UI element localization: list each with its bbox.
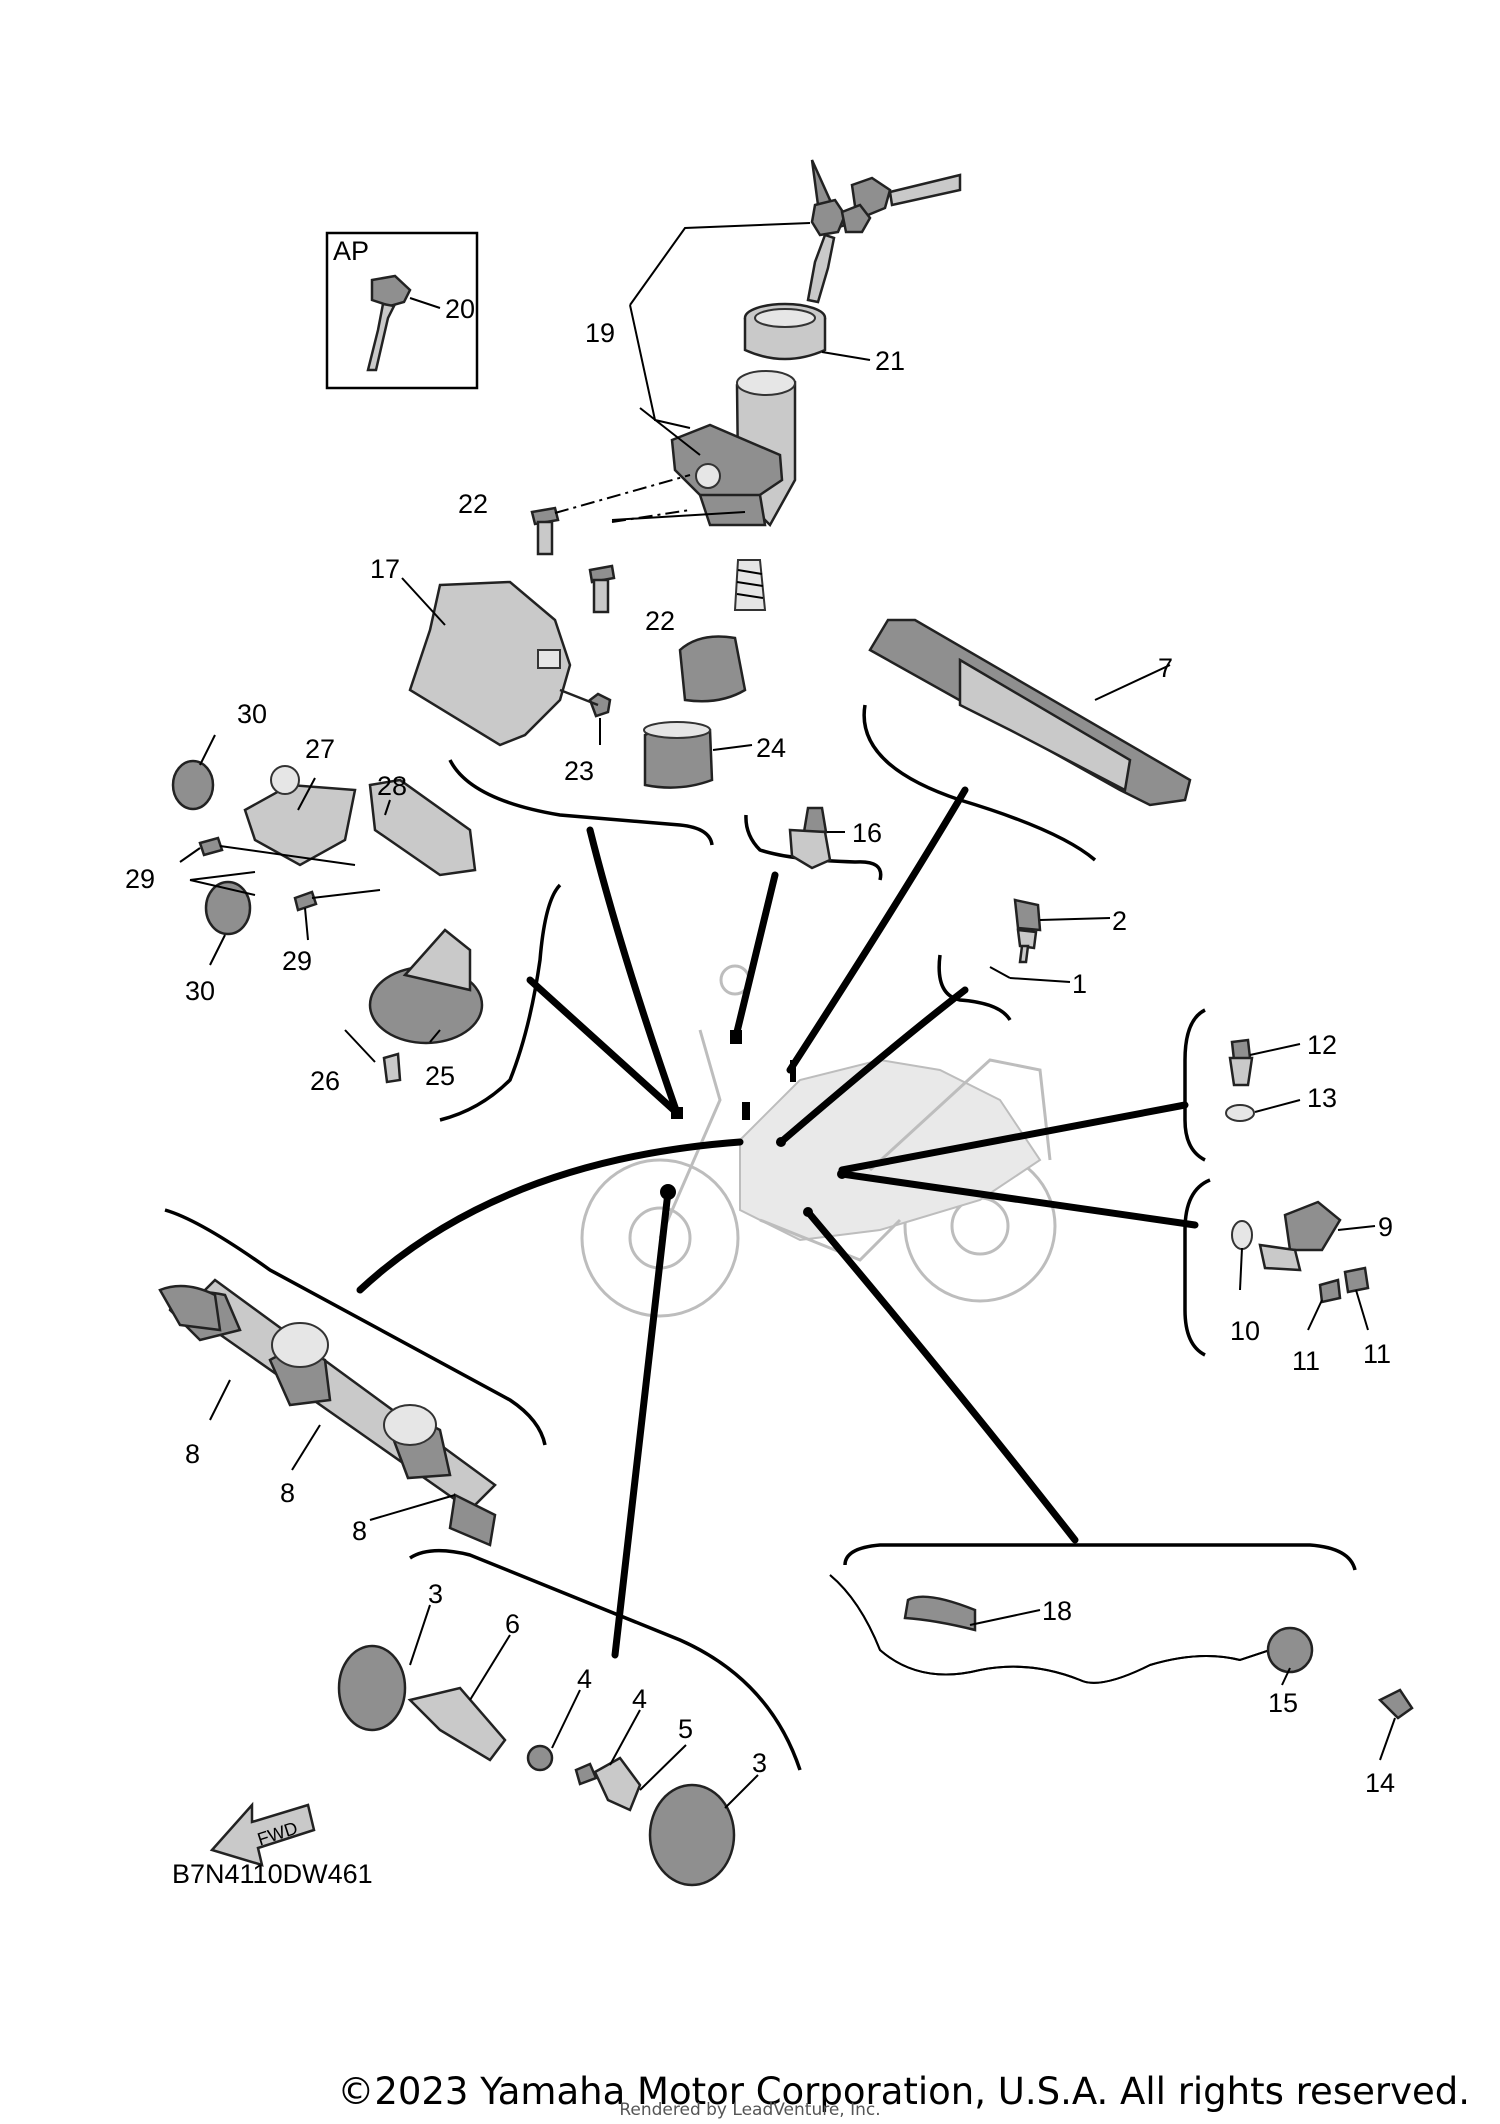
part-7-meter xyxy=(868,618,1192,807)
callout-27: 27 xyxy=(305,734,335,764)
main-switch-assembly xyxy=(530,159,962,703)
part-2 xyxy=(1013,898,1042,964)
part-16 xyxy=(788,806,832,870)
callout-16: 16 xyxy=(852,818,882,848)
callout-3b: 3 xyxy=(752,1748,767,1778)
callout-24: 24 xyxy=(756,733,786,763)
parts-9-11 xyxy=(1231,1200,1370,1304)
callout-9: 9 xyxy=(1378,1212,1393,1242)
callout-22b: 22 xyxy=(645,606,675,636)
callout-20: 20 xyxy=(445,294,475,324)
callout-17: 17 xyxy=(370,554,400,584)
callout-21: 21 xyxy=(875,346,905,376)
callout-18: 18 xyxy=(1042,1596,1072,1626)
callout-7: 7 xyxy=(1158,653,1173,683)
copyright-text: ©2023 Yamaha Motor Corporation, U.S.A. A… xyxy=(337,2070,1470,2113)
footer: ©2023 Yamaha Motor Corporation, U.S.A. A… xyxy=(0,2070,1500,2120)
callout-8c: 8 xyxy=(352,1516,367,1546)
callout-26: 26 xyxy=(310,1066,340,1096)
callout-1: 1 xyxy=(1072,969,1087,999)
rendered-by-text: Rendered by LeadVenture, Inc. xyxy=(619,2100,881,2120)
callout-numbers: 20 19 21 22 22 17 23 24 7 16 2 1 12 13 9… xyxy=(125,294,1395,1889)
callout-2: 2 xyxy=(1112,906,1127,936)
part-1 xyxy=(989,966,1011,979)
callout-8b: 8 xyxy=(280,1478,295,1508)
callout-11a: 11 xyxy=(1292,1346,1320,1376)
callout-11b: 11 xyxy=(1363,1339,1391,1369)
callout-10: 10 xyxy=(1230,1316,1260,1346)
callout-25: 25 xyxy=(425,1061,455,1091)
callout-22a: 22 xyxy=(458,489,488,519)
callout-13: 13 xyxy=(1307,1083,1337,1113)
callout-4b: 4 xyxy=(632,1684,647,1714)
group-leaders xyxy=(356,786,1199,1659)
callout-14: 14 xyxy=(1365,1768,1395,1798)
callout-8a: 8 xyxy=(185,1439,200,1469)
diagram-code: B7N4110DW461 xyxy=(172,1859,373,1889)
callout-28: 28 xyxy=(377,771,407,801)
parts-14-15-18 xyxy=(829,1574,1414,1720)
group-brackets xyxy=(164,704,1357,1771)
part-8-handlebar xyxy=(158,1278,497,1547)
callout-29b: 29 xyxy=(282,946,312,976)
part-17-bracket xyxy=(408,580,612,747)
fwd-arrow-icon: FWD xyxy=(209,1801,316,1867)
callout-30a: 30 xyxy=(237,699,267,729)
callout-3a: 3 xyxy=(428,1579,443,1609)
callout-29a: 29 xyxy=(125,864,155,894)
callout-5: 5 xyxy=(678,1714,693,1744)
callout-6: 6 xyxy=(505,1609,520,1639)
variant-label: AP xyxy=(333,236,369,266)
parts-25-30 xyxy=(171,759,484,1084)
part-24 xyxy=(643,721,714,789)
parts-3-6 xyxy=(337,1644,736,1887)
ap-inset-box: AP xyxy=(325,231,479,390)
parts-12-13 xyxy=(1225,1038,1255,1122)
callout-19: 19 xyxy=(585,318,615,348)
callout-leaders xyxy=(179,222,1396,1809)
callout-23: 23 xyxy=(564,756,594,786)
callout-12: 12 xyxy=(1307,1030,1337,1060)
callout-30b: 30 xyxy=(185,976,215,1006)
callout-15: 15 xyxy=(1268,1688,1298,1718)
callout-4a: 4 xyxy=(577,1664,592,1694)
